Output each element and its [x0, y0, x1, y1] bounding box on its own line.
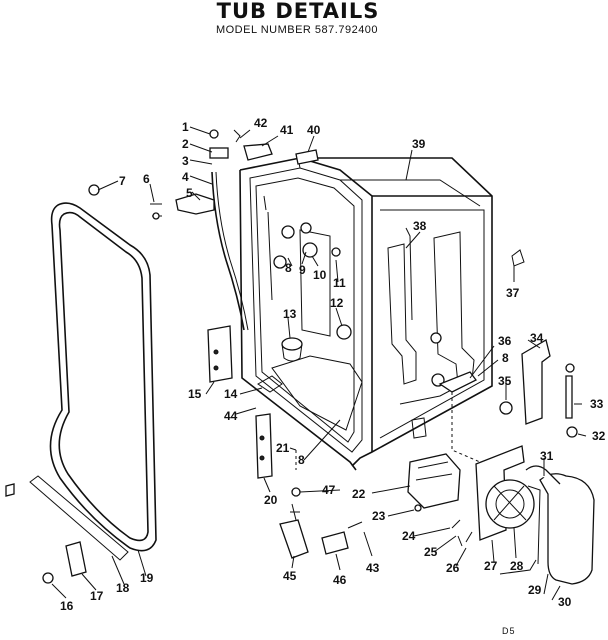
label-part-15: 15: [188, 387, 202, 401]
label-part-43: 43: [366, 561, 380, 575]
label-part-32: 32: [592, 429, 606, 443]
label-part-6: 6: [143, 172, 150, 186]
label-part-24: 24: [402, 529, 416, 543]
label-part-29: 29: [528, 583, 542, 597]
label-part-44: 44: [224, 409, 238, 423]
label-part-19: 19: [140, 571, 154, 585]
label-part-17: 17: [90, 589, 104, 603]
label-part-28: 28: [510, 559, 524, 573]
label-part-4: 4: [182, 170, 189, 184]
label-part-40: 40: [307, 123, 321, 137]
label-part-25: 25: [424, 545, 438, 559]
label-part-30: 30: [558, 595, 572, 609]
label-part-10: 10: [313, 268, 327, 282]
label-part-16: 16: [60, 599, 74, 613]
leader-lines: [51, 126, 587, 601]
label-part-34: 34: [530, 331, 544, 345]
label-part-23: 23: [372, 509, 386, 523]
label-part-31: 31: [540, 449, 554, 463]
label-part-35: 35: [498, 374, 512, 388]
label-part-7: 7: [119, 174, 126, 188]
label-part-1: 1: [182, 120, 189, 134]
label-part-45: 45: [283, 569, 297, 583]
label-part-13: 13: [283, 307, 297, 321]
label-part-18: 18: [116, 581, 130, 595]
label-part-21: 21: [276, 441, 290, 455]
left-brackets: [207, 325, 283, 479]
label-part-41: 41: [280, 123, 294, 137]
label-part-37: 37: [506, 286, 520, 300]
label-part-22: 22: [352, 487, 366, 501]
tub-body: [239, 157, 493, 471]
label-part-3: 3: [182, 154, 189, 168]
label-part-14: 14: [224, 387, 238, 401]
model-number: MODEL NUMBER 587.792400: [215, 24, 379, 36]
label-part-47: 47: [322, 483, 336, 497]
label-part-5: 5: [186, 186, 193, 200]
label-part-38: 38: [413, 219, 427, 233]
door-hinge-assembly: [88, 129, 319, 331]
label-part-2: 2: [182, 137, 189, 151]
page-title: TUB DETAILS: [216, 0, 380, 23]
label-part-46: 46: [333, 573, 347, 587]
label-part-33: 33: [590, 397, 604, 411]
pump-motor-assembly: [407, 249, 595, 585]
label-part-11: 11: [333, 276, 346, 290]
label-part-20: 20: [264, 493, 278, 507]
door-gasket: [29, 202, 157, 561]
label-part-9: 9: [299, 263, 306, 277]
part-labels: 1 2 3 4 5 6 7 42 41 40 39 38 37 8 9 10 1…: [60, 116, 606, 613]
label-part-26: 26: [446, 561, 460, 575]
label-part-36: 36: [498, 334, 512, 348]
lower-hardware: [5, 483, 363, 584]
label-part-27: 27: [484, 559, 498, 573]
label-part-8a: 8: [285, 261, 292, 275]
label-part-42: 42: [254, 116, 268, 130]
page-code: D5: [502, 626, 516, 636]
label-part-8b: 8: [298, 453, 305, 467]
label-part-39: 39: [412, 137, 426, 151]
label-part-8c: 8: [502, 351, 509, 365]
label-part-12: 12: [330, 296, 344, 310]
